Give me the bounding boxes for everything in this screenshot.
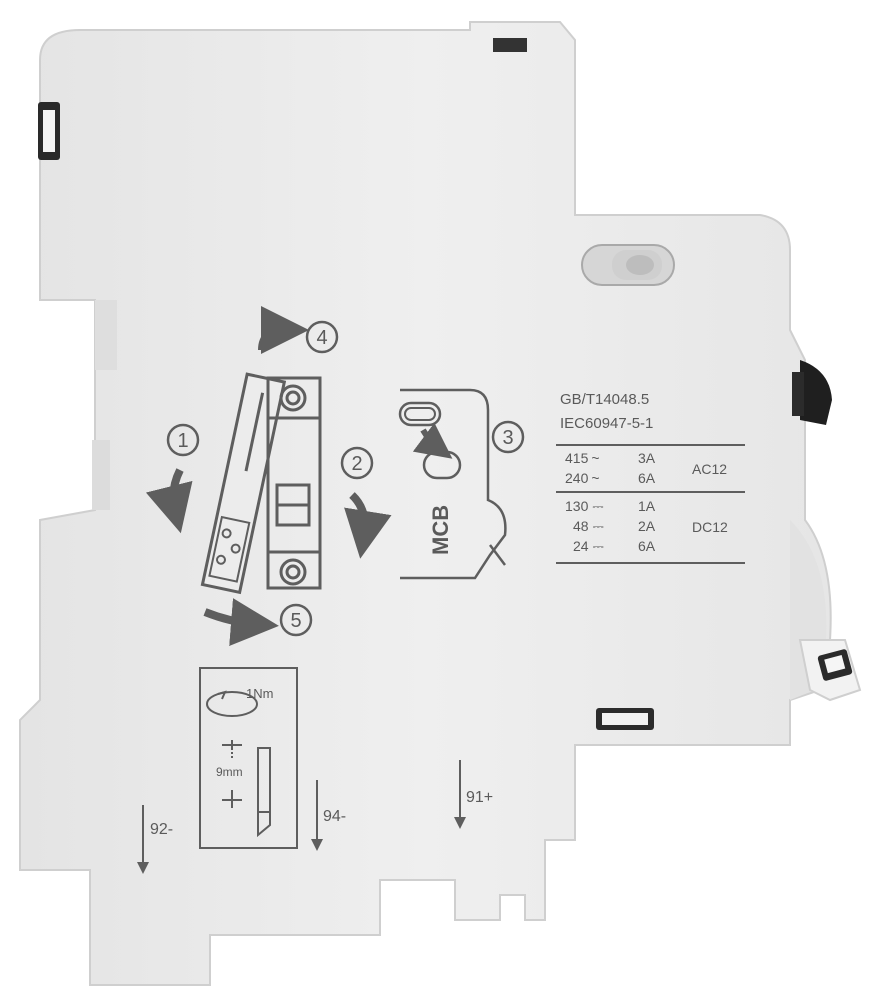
strip-length-label: 9mm: [216, 765, 243, 779]
terminal-92-label: 92-: [150, 821, 173, 838]
step-5-label: 5: [290, 610, 301, 632]
step-1-label: 1: [177, 430, 188, 452]
step-3-label: 3: [502, 427, 513, 449]
top-slot: [493, 38, 527, 52]
mcb-outline: [266, 376, 322, 590]
mcb-label: MCB: [428, 505, 453, 555]
side-rib-lower: [92, 440, 110, 510]
step-2-arrow: [344, 492, 392, 559]
standard-gb: GB/T14048.5: [560, 391, 649, 408]
step-4-arrow: [258, 306, 309, 355]
step-4-label: 4: [316, 327, 327, 349]
housing: [19, 21, 832, 986]
rating-table: [556, 444, 745, 564]
mcb-contour: [400, 388, 507, 580]
step-5-arrow: [203, 598, 279, 647]
dc-row-2-current: 2A: [638, 518, 656, 534]
step-1-arrow: [145, 468, 193, 534]
ac-row-2-current: 6A: [638, 470, 656, 486]
dc-row-3-voltage: 24⎓: [573, 538, 604, 554]
torque-label: 1Nm: [246, 686, 273, 701]
dc-row-3-current: 6A: [638, 538, 656, 554]
dc-category: DC12: [692, 519, 728, 535]
dc-row-1-current: 1A: [638, 498, 656, 514]
ac-category: AC12: [692, 461, 727, 477]
dc-row-1-voltage: 130⎓: [565, 498, 604, 514]
side-rib-upper: [95, 300, 117, 370]
terminal-91-label: 91+: [466, 789, 493, 806]
wiring-spec-box: [199, 667, 298, 849]
ac-row-1-voltage: 415~: [565, 450, 600, 466]
dc-row-2-voltage: 48⎓: [573, 518, 604, 534]
installation-diagram: [145, 306, 525, 647]
standard-iec: IEC60947-5-1: [560, 415, 653, 432]
ac-row-1-current: 3A: [638, 450, 656, 466]
step-2-label: 2: [351, 453, 362, 475]
terminal-94-label: 94-: [323, 808, 346, 825]
ac-row-2-voltage: 240~: [565, 470, 600, 486]
side-knob: [800, 360, 832, 425]
